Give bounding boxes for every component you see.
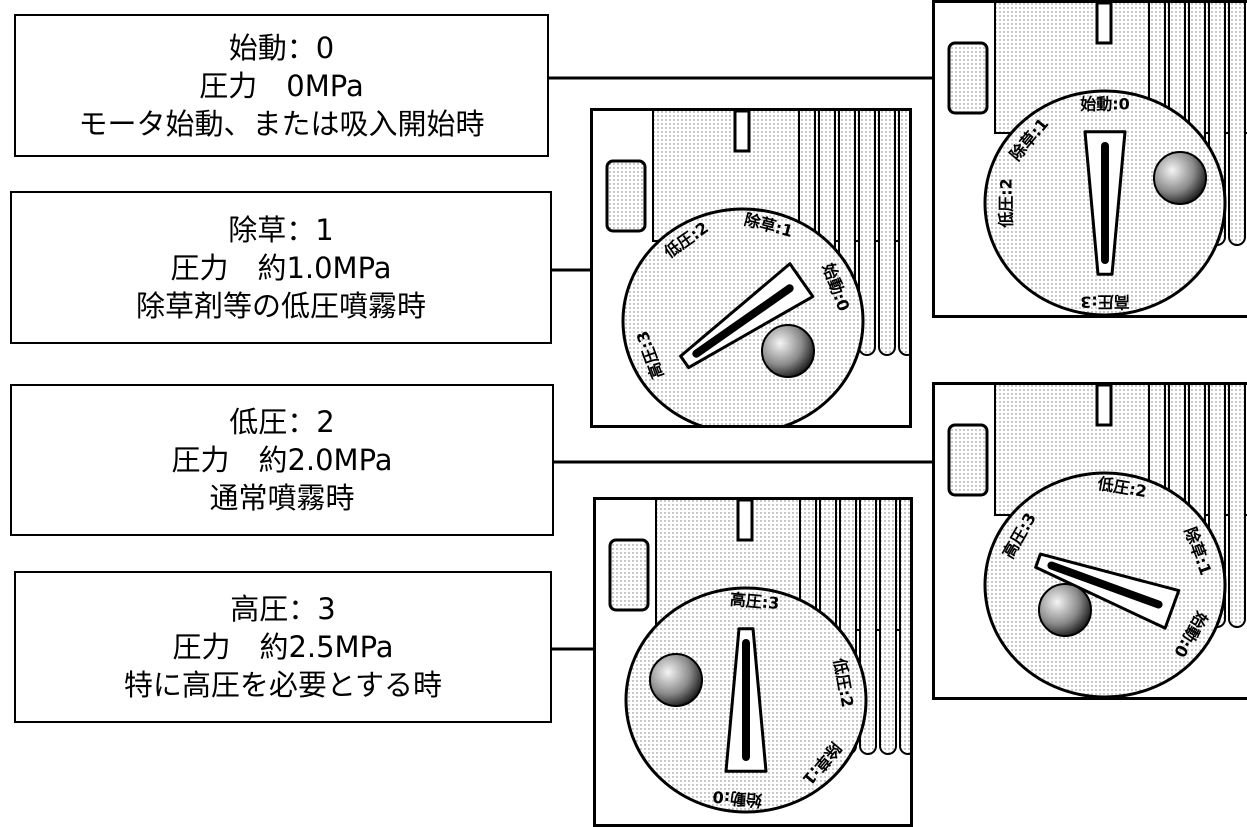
- handle-groove: [692, 284, 794, 358]
- mode-box-low: 低圧：2 圧力 約2.0MPa 通常噴霧時: [10, 384, 554, 536]
- cylinder-rib: [899, 500, 910, 755]
- handle-groove: [1047, 561, 1163, 609]
- dial-svg: 始動:0除草:1低圧:2高圧:3: [947, 3, 1247, 315]
- indicator-slot: [736, 500, 754, 542]
- mode-pressure: 圧力 約2.0MPa: [171, 443, 393, 477]
- indicator-slot: [1095, 3, 1113, 45]
- dial-svg: 始動:0除草:1低圧:2高圧:3: [605, 111, 909, 425]
- mode-box-weed: 除草：1 圧力 約1.0MPa 除草剤等の低圧噴霧時: [10, 191, 552, 344]
- dial-label-low: 低圧:2: [997, 178, 1016, 229]
- cylinder-rib: [858, 111, 876, 356]
- mode-title: 始動：0: [228, 30, 335, 65]
- round-knob: [649, 653, 703, 707]
- cylinder-rib: [878, 111, 896, 356]
- mode-usage: モータ始動、または吸入開始時: [78, 106, 485, 141]
- indicator-slot: [1095, 385, 1113, 427]
- hex-nut: [947, 423, 989, 497]
- round-knob: [1153, 151, 1207, 205]
- cylinder-rib: [898, 111, 909, 356]
- round-knob: [1038, 583, 1092, 637]
- cylinder-rib: [1228, 385, 1246, 628]
- mode-pressure: 圧力 約2.5MPa: [172, 630, 394, 664]
- hex-nut: [608, 538, 650, 612]
- mode-usage: 特に高圧を必要とする時: [123, 668, 443, 702]
- mode-pressure: 圧力 0MPa: [199, 68, 364, 103]
- mode-box-high: 高圧：3 圧力 約2.5MPa 特に高圧を必要とする時: [14, 571, 552, 723]
- dial-svg: 始動:0除草:1低圧:2高圧:3: [608, 500, 910, 814]
- mode-usage: 通常噴霧時: [209, 481, 355, 515]
- dial-label-high: 高圧:3: [729, 590, 780, 613]
- round-knob: [761, 324, 815, 378]
- mode-pressure: 圧力 約1.0MPa: [170, 250, 392, 285]
- dial-svg: 始動:0除草:1低圧:2高圧:3: [947, 385, 1247, 697]
- hex-nut: [947, 41, 989, 115]
- mode-usage: 除草剤等の低圧噴霧時: [135, 288, 426, 323]
- cylinder-rib: [1228, 3, 1246, 246]
- dial-label-high: 高圧:3: [1080, 293, 1130, 312]
- mode-title: 低圧：2: [229, 405, 335, 439]
- mode-title: 除草：1: [228, 212, 334, 247]
- cylinder-rib: [879, 500, 897, 755]
- dial-label-start: 始動:0: [1080, 95, 1130, 114]
- indicator-slot: [733, 111, 751, 153]
- dial-label-start: 始動:0: [712, 787, 763, 810]
- mode-box-start: 始動：0 圧力 0MPa モータ始動、または吸入開始時: [14, 14, 549, 157]
- mode-title: 高圧：3: [230, 592, 336, 626]
- hex-nut: [605, 159, 647, 233]
